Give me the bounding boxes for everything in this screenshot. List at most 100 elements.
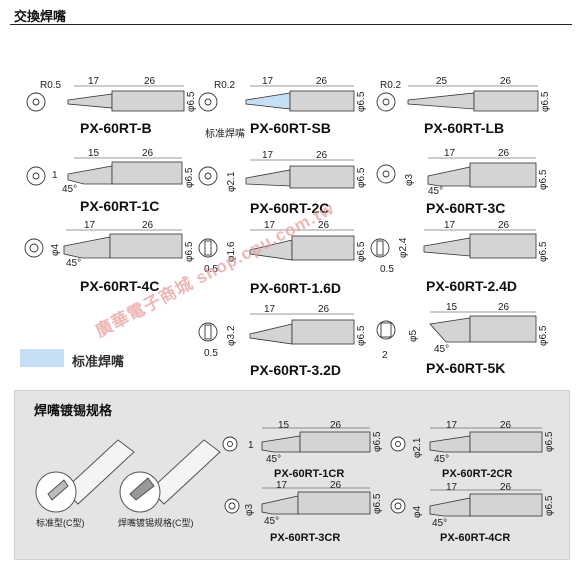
tip-3c-length-1: 17 <box>444 148 456 159</box>
tip-3-2d-length-2: 26 <box>318 304 330 315</box>
tip-1c-side: 1 <box>52 170 58 181</box>
tip-2cr-side: φ2.1 <box>412 437 423 458</box>
tip-lb-model: PX-60RT-LB <box>424 120 505 136</box>
tip-3c-model: PX-60RT-3C <box>426 200 506 216</box>
end-view-4c <box>24 238 44 258</box>
tip-3cr-model: PX-60RT-3CR <box>270 532 341 544</box>
tip-shape-3c <box>427 162 537 188</box>
iron-illustration-standard <box>35 439 135 513</box>
tip-shape-3-2d <box>249 319 355 345</box>
tip-shape-3cr <box>261 491 371 515</box>
tip-2-4d-thickness: 0.5 <box>380 264 394 275</box>
end-view-2-4d <box>370 238 390 258</box>
tip-5k-length-1: 15 <box>446 302 458 313</box>
tip-shape-5k <box>429 315 537 343</box>
tip-3cr-length-1: 17 <box>276 480 288 491</box>
tip-1-6d-thickness: 0.5 <box>204 264 218 275</box>
tip-2cr-angle: 45° <box>434 454 450 465</box>
tip-3cr-angle: 45° <box>264 516 280 527</box>
tip-b-length-1: 17 <box>88 76 100 87</box>
tip-3c-length-2: 26 <box>498 148 510 159</box>
tip-lb-length-1: 25 <box>436 76 448 87</box>
tip-4c-model: PX-60RT-4C <box>80 278 160 294</box>
end-view-1-6d <box>198 238 218 258</box>
tip-5k-thickness: 2 <box>382 350 388 361</box>
tip-3-2d-thickness: 0.5 <box>204 348 218 359</box>
tip-b-length-2: 26 <box>144 76 156 87</box>
tip-3-2d-length-1: 17 <box>264 304 276 315</box>
tip-2cr-length-2: 26 <box>500 420 512 431</box>
tip-5k-model: PX-60RT-5K <box>426 360 506 376</box>
tip-3c-angle: 45° <box>428 186 444 197</box>
end-view-1c <box>26 166 46 186</box>
tip-2-4d-length-1: 17 <box>444 220 456 231</box>
tip-4cr-model: PX-60RT-4CR <box>440 532 511 544</box>
tip-1-6d-length-2: 26 <box>318 220 330 231</box>
tip-1c-angle: 45° <box>62 184 78 195</box>
tip-3cr-side: φ3 <box>244 503 255 516</box>
tip-b-radius: R0.5 <box>40 80 62 91</box>
tip-sb-length-1: 17 <box>262 76 274 87</box>
tip-1c-length-1: 15 <box>88 148 100 159</box>
tip-shape-1-6d <box>249 235 355 261</box>
tip-4c-angle: 45° <box>66 258 82 269</box>
tip-shape-b <box>67 90 185 112</box>
end-view-sb <box>198 92 218 112</box>
tip-1c-length-2: 26 <box>142 148 154 159</box>
tip-4cr-angle: 45° <box>432 518 448 529</box>
end-view-lb <box>376 92 396 112</box>
legend-swatch <box>20 349 64 367</box>
tip-3cr-length-2: 26 <box>330 480 342 491</box>
tip-b-model: PX-60RT-B <box>80 120 152 136</box>
tip-4cr-length-1: 17 <box>446 482 458 493</box>
end-view-2cr <box>390 436 406 452</box>
tinning-panel-title: 焊嘴镀锡规格 <box>34 403 113 418</box>
caption-standard: 标准型(C型) <box>36 518 85 528</box>
tip-sb-note: 标准焊嘴 <box>205 129 245 140</box>
tip-sb-radius: R0.2 <box>214 80 236 91</box>
tip-5k-length-2: 26 <box>498 302 510 313</box>
tip-1cr-length-2: 26 <box>330 420 342 431</box>
title-divider <box>10 24 572 25</box>
tip-4cr-diameter: φ6.5 <box>544 495 555 516</box>
tip-5k-angle: 45° <box>434 344 450 355</box>
tip-lb-radius: R0.2 <box>380 80 402 91</box>
end-view-4cr <box>390 498 406 514</box>
tip-2c-model: PX-60RT-2C <box>250 200 330 216</box>
tip-3-2d-model: PX-60RT-3.2D <box>250 362 342 378</box>
tip-1cr-angle: 45° <box>266 454 282 465</box>
tip-2-4d-model: PX-60RT-2.4D <box>426 278 518 294</box>
tip-1cr-side: 1 <box>248 440 254 451</box>
legend-label: 标准焊嘴 <box>72 354 125 369</box>
tip-2cr-model: PX-60RT-2CR <box>442 468 513 480</box>
iron-illustration-tinned <box>119 439 221 513</box>
tip-shape-4c <box>63 233 183 259</box>
tip-1c-model: PX-60RT-1C <box>80 198 160 214</box>
tip-4c-length-1: 17 <box>84 220 96 231</box>
tip-2c-length-1: 17 <box>262 150 274 161</box>
tip-2cr-length-1: 17 <box>446 420 458 431</box>
tip-1cr-length-1: 15 <box>278 420 290 431</box>
tip-shape-1c <box>67 161 183 185</box>
tip-4cr-length-2: 26 <box>500 482 512 493</box>
tip-lb-length-2: 26 <box>500 76 512 87</box>
tip-1cr-diameter: φ6.5 <box>372 431 383 452</box>
tip-1-6d-model: PX-60RT-1.6D <box>250 280 342 296</box>
tip-2-4d-length-2: 26 <box>498 220 510 231</box>
tip-sb-model: PX-60RT-SB <box>250 120 331 136</box>
tip-shape-4cr <box>429 493 543 517</box>
tip-shape-sb <box>245 90 355 112</box>
tip-1cr-model: PX-60RT-1CR <box>274 468 345 480</box>
tip-shape-2-4d <box>423 233 537 259</box>
end-view-2c <box>198 166 218 186</box>
end-view-3c <box>376 164 396 184</box>
tip-2cr-diameter: φ6.5 <box>544 431 555 452</box>
tip-shape-2cr <box>429 431 543 453</box>
tip-1-6d-length-1: 17 <box>264 220 276 231</box>
tip-shape-lb <box>407 90 539 112</box>
tip-4c-length-2: 26 <box>142 220 154 231</box>
end-view-5k <box>376 320 396 340</box>
tip-shape-2c <box>245 165 355 189</box>
